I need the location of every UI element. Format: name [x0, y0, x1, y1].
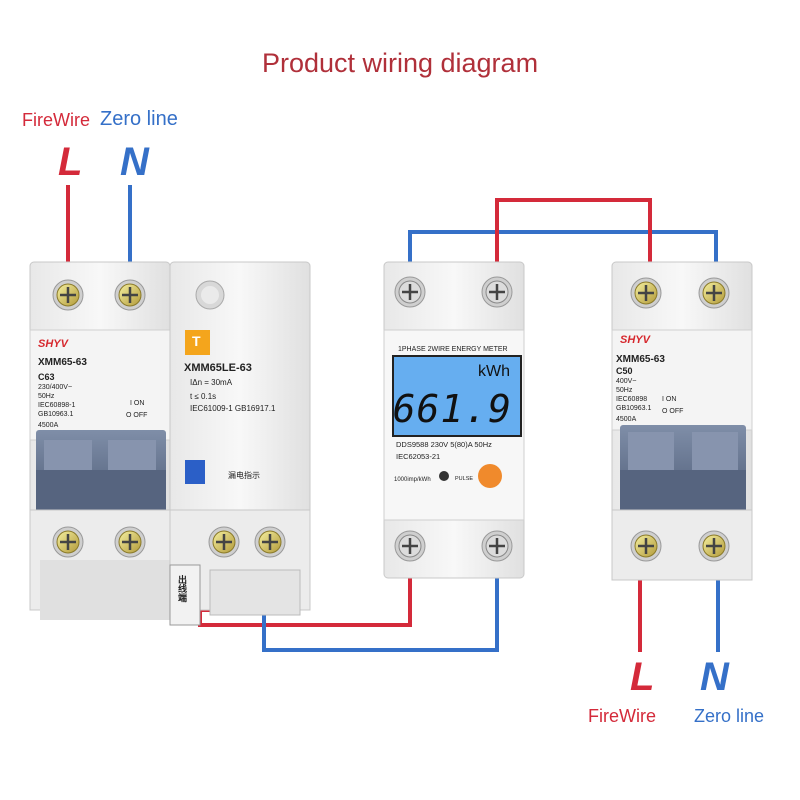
rcd-test-label: T	[192, 333, 201, 349]
terminal-screw-icon	[208, 526, 240, 558]
terminal-screw-icon	[630, 277, 662, 309]
diagram-title: Product wiring diagram	[261, 48, 539, 78]
breaker-right-spec: GB10963.1	[616, 405, 652, 412]
breaker-right-spec: 50Hz	[616, 387, 633, 394]
terminal-screw-icon	[394, 530, 426, 562]
breaker-left-off: O OFF	[126, 412, 148, 419]
breaker-left-brand: SHYV	[38, 338, 68, 350]
terminal-screw-icon	[394, 276, 426, 308]
meter-header: 1PHASE 2WIRE ENERGY METER	[398, 346, 508, 353]
wire-meter-breaker-live	[495, 198, 652, 268]
rcd-indicator-label: 漏电指示	[228, 471, 260, 480]
rcd-test-button	[185, 330, 210, 355]
breaker-right-spec: 400V~	[616, 378, 637, 385]
input-neutral-label: Zero line	[100, 108, 178, 130]
terminal-screw-icon	[114, 526, 146, 558]
meter-reading: 661.9	[392, 387, 512, 431]
breaker-right-brand: SHYV	[620, 334, 650, 346]
terminal-screw-icon	[52, 279, 84, 311]
breaker-right-spec: IEC60898	[616, 396, 648, 403]
breaker-left-spec: IEC60898-1	[38, 402, 76, 409]
meter-pulse-button	[478, 464, 502, 488]
meter-pulse-label: PULSE	[455, 476, 474, 482]
rcd-module	[169, 261, 311, 626]
terminal-screw-icon	[114, 279, 146, 311]
terminal-screw-icon	[698, 277, 730, 309]
breaker-left-spec: GB10963.1	[38, 411, 74, 418]
output-live-label: FireWire	[588, 706, 656, 726]
breaker-right-spec: 4500A	[616, 416, 637, 423]
terminal-screw-icon	[481, 530, 513, 562]
breaker-right-off: O OFF	[662, 408, 684, 415]
input-neutral-symbol: N	[120, 140, 149, 184]
terminal-screw-icon	[52, 526, 84, 558]
meter-pulse-led	[439, 471, 449, 481]
input-live-label: FireWire	[22, 110, 90, 130]
meter-display: kWh 661.9	[392, 355, 522, 437]
rcd-model: XMM65LE-63	[184, 362, 252, 374]
breaker-left-spec: 4500A	[38, 422, 59, 429]
breaker-right-rating: C50	[616, 366, 633, 376]
terminal-screw-icon	[698, 530, 730, 562]
rcd-spec: t ≤ 0.1s	[190, 392, 217, 401]
wire-meter-breaker-neutral	[408, 230, 718, 268]
meter-specs-line2: IEC62053-21	[396, 452, 441, 461]
rcd-indicator	[185, 460, 205, 484]
breaker-left-spec: 50Hz	[38, 393, 55, 400]
meter-unit: kWh	[478, 363, 510, 380]
output-neutral-symbol: N	[700, 655, 729, 699]
breaker-left-rating: C63	[38, 372, 55, 382]
rcd-outlet-tag: 出线端	[177, 575, 187, 602]
terminal-screw-icon	[254, 526, 286, 558]
output-neutral-label: Zero line	[694, 706, 765, 726]
meter-impulse: 1000imp/kWh	[394, 477, 431, 483]
breaker-left-spec: 230/400V~	[38, 384, 73, 391]
input-live-symbol: L	[58, 140, 83, 184]
rcd-spec: IΔn = 30mA	[190, 378, 233, 387]
meter-specs-line1: DDS9588 230V 5(80)A 50Hz	[396, 440, 492, 449]
terminal-screw-icon	[630, 530, 662, 562]
rcd-spec: IEC61009-1 GB16917.1	[190, 404, 276, 413]
terminal-screws	[52, 276, 730, 562]
breaker-left	[29, 261, 171, 620]
breaker-right-on: I ON	[662, 396, 677, 403]
breaker-left-model: XMM65-63	[38, 357, 87, 368]
breaker-right-model: XMM65-63	[616, 354, 665, 365]
breaker-left-on: I ON	[130, 400, 145, 407]
terminal-screw-icon	[481, 276, 513, 308]
output-live-symbol: L	[630, 655, 655, 699]
